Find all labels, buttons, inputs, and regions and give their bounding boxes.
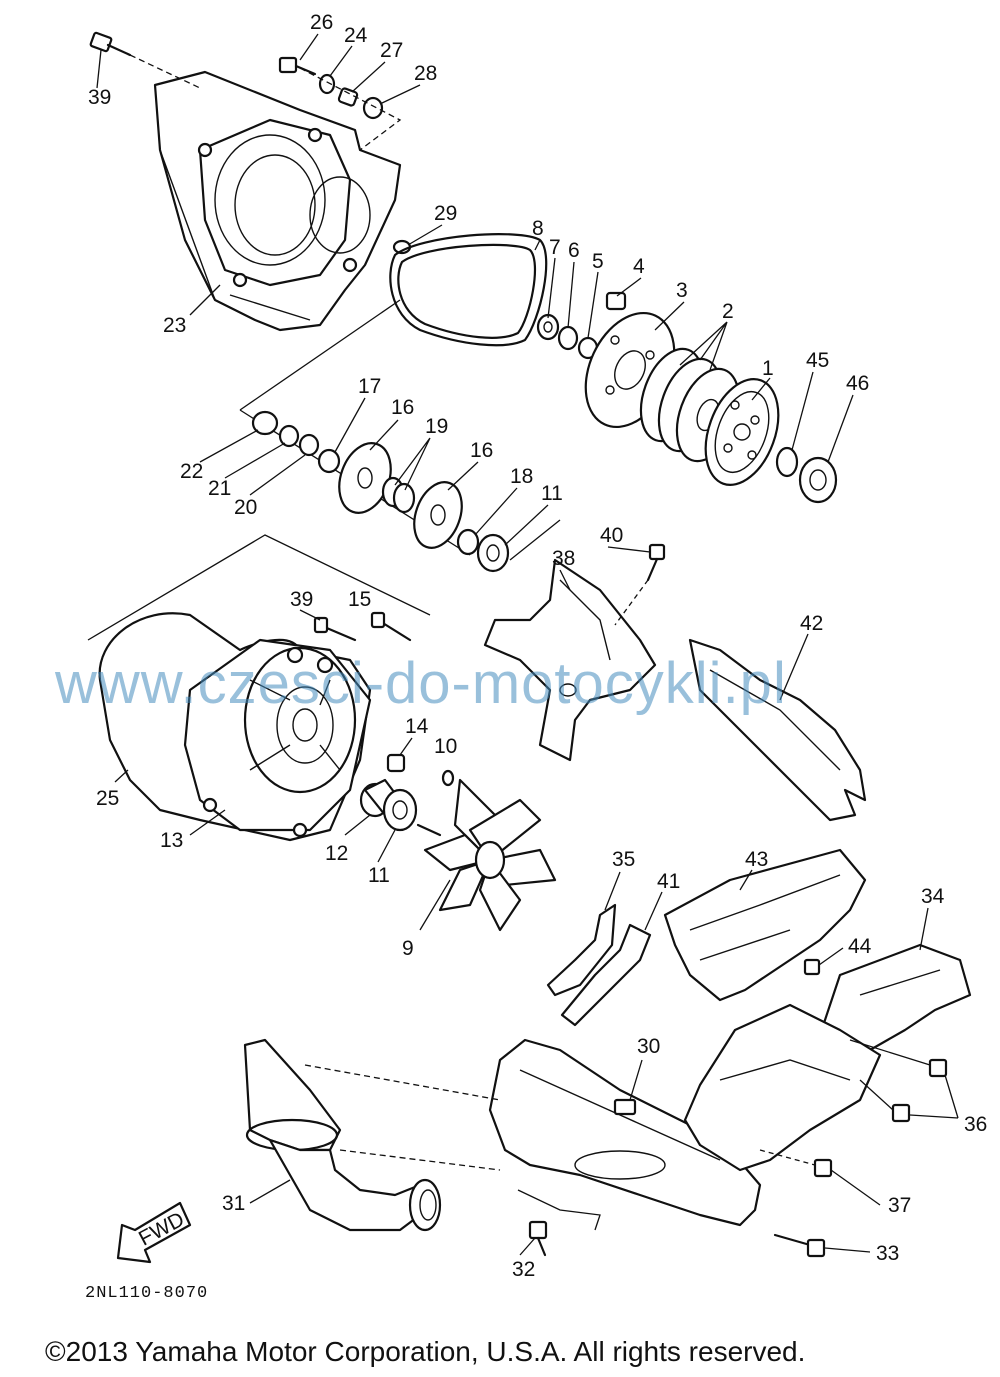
bolt-32	[517, 1189, 601, 1257]
label-39-lower: 39	[290, 588, 313, 611]
fan-housing-13	[87, 534, 431, 842]
crankcase-cover-23	[153, 70, 402, 332]
label-26: 26	[310, 11, 333, 34]
diagram-code: 2NL110-8070	[85, 1284, 209, 1303]
label-17: 17	[358, 375, 381, 398]
label-42: 42	[800, 612, 823, 635]
label-leaders	[96, 33, 959, 1256]
label-14: 14	[405, 715, 429, 738]
label-44: 44	[848, 935, 872, 958]
intake-duct-31	[243, 1038, 501, 1232]
label-34: 34	[921, 885, 945, 908]
bolt-26-group	[278, 56, 402, 151]
label-27: 27	[380, 39, 403, 62]
shroud-43	[663, 848, 867, 1002]
bolt-37	[759, 1149, 833, 1178]
bracket-42	[688, 638, 867, 822]
label-35: 35	[612, 848, 635, 871]
label-15: 15	[348, 588, 371, 611]
secondary-sheave-stack	[239, 299, 561, 573]
label-16-bottom: 16	[470, 439, 493, 462]
watermark-text: www.czesci-do-motocykli.pl	[55, 651, 787, 716]
label-18: 18	[510, 465, 533, 488]
label-39-top: 39	[88, 86, 111, 109]
label-45: 45	[806, 349, 829, 372]
bolt-36	[849, 1039, 948, 1123]
bolt-39-top	[89, 31, 201, 89]
label-30: 30	[637, 1035, 660, 1058]
label-12: 12	[325, 842, 348, 865]
label-22: 22	[180, 460, 203, 483]
label-36: 36	[964, 1113, 987, 1136]
label-1: 1	[762, 357, 774, 380]
label-19: 19	[425, 415, 448, 438]
label-41: 41	[657, 870, 680, 893]
air-duct-38	[483, 543, 666, 762]
clutch-plates-2	[639, 347, 741, 463]
label-46: 46	[846, 372, 869, 395]
label-3: 3	[676, 279, 688, 302]
label-9: 9	[402, 937, 414, 960]
label-33: 33	[876, 1242, 899, 1265]
rails-35-41	[546, 903, 652, 1027]
label-24: 24	[344, 24, 368, 47]
label-7: 7	[549, 236, 561, 259]
bolt-39-lower	[313, 611, 412, 642]
fan-shaft-parts	[359, 753, 442, 837]
label-6: 6	[568, 239, 580, 262]
label-4: 4	[633, 255, 645, 278]
label-38: 38	[552, 547, 575, 570]
label-16-top: 16	[391, 396, 414, 419]
label-2: 2	[722, 300, 734, 323]
label-11-bottom: 11	[368, 864, 390, 887]
label-11-top: 11	[541, 482, 563, 505]
label-37: 37	[888, 1194, 911, 1217]
copyright-notice: ©2013 Yamaha Motor Corporation, U.S.A. A…	[45, 1336, 806, 1367]
clutch-housing-1	[704, 377, 780, 487]
label-40: 40	[600, 524, 623, 547]
label-43: 43	[745, 848, 768, 871]
label-13: 13	[160, 829, 183, 852]
label-20: 20	[234, 496, 257, 519]
label-5: 5	[592, 250, 604, 273]
label-21: 21	[208, 477, 231, 500]
bearing-45-46	[775, 446, 838, 504]
v-belt-8	[389, 233, 548, 347]
label-31: 31	[222, 1192, 245, 1215]
label-10: 10	[434, 735, 457, 758]
label-8: 8	[532, 217, 544, 240]
part-labels: 1 2 3 4 5 6 7 8 9 10 11 11 12 13 14 15 1…	[88, 11, 987, 1281]
label-23: 23	[163, 314, 186, 337]
lower-cover-30	[488, 1003, 882, 1227]
bolt-33	[773, 1233, 826, 1258]
label-28: 28	[414, 62, 437, 85]
cooling-fan-9	[423, 769, 557, 932]
washer-stack-5-7	[536, 291, 627, 360]
label-29: 29	[434, 202, 457, 225]
label-25: 25	[96, 787, 119, 810]
forward-arrow-icon: FWD	[116, 1201, 192, 1264]
label-32: 32	[512, 1258, 535, 1281]
